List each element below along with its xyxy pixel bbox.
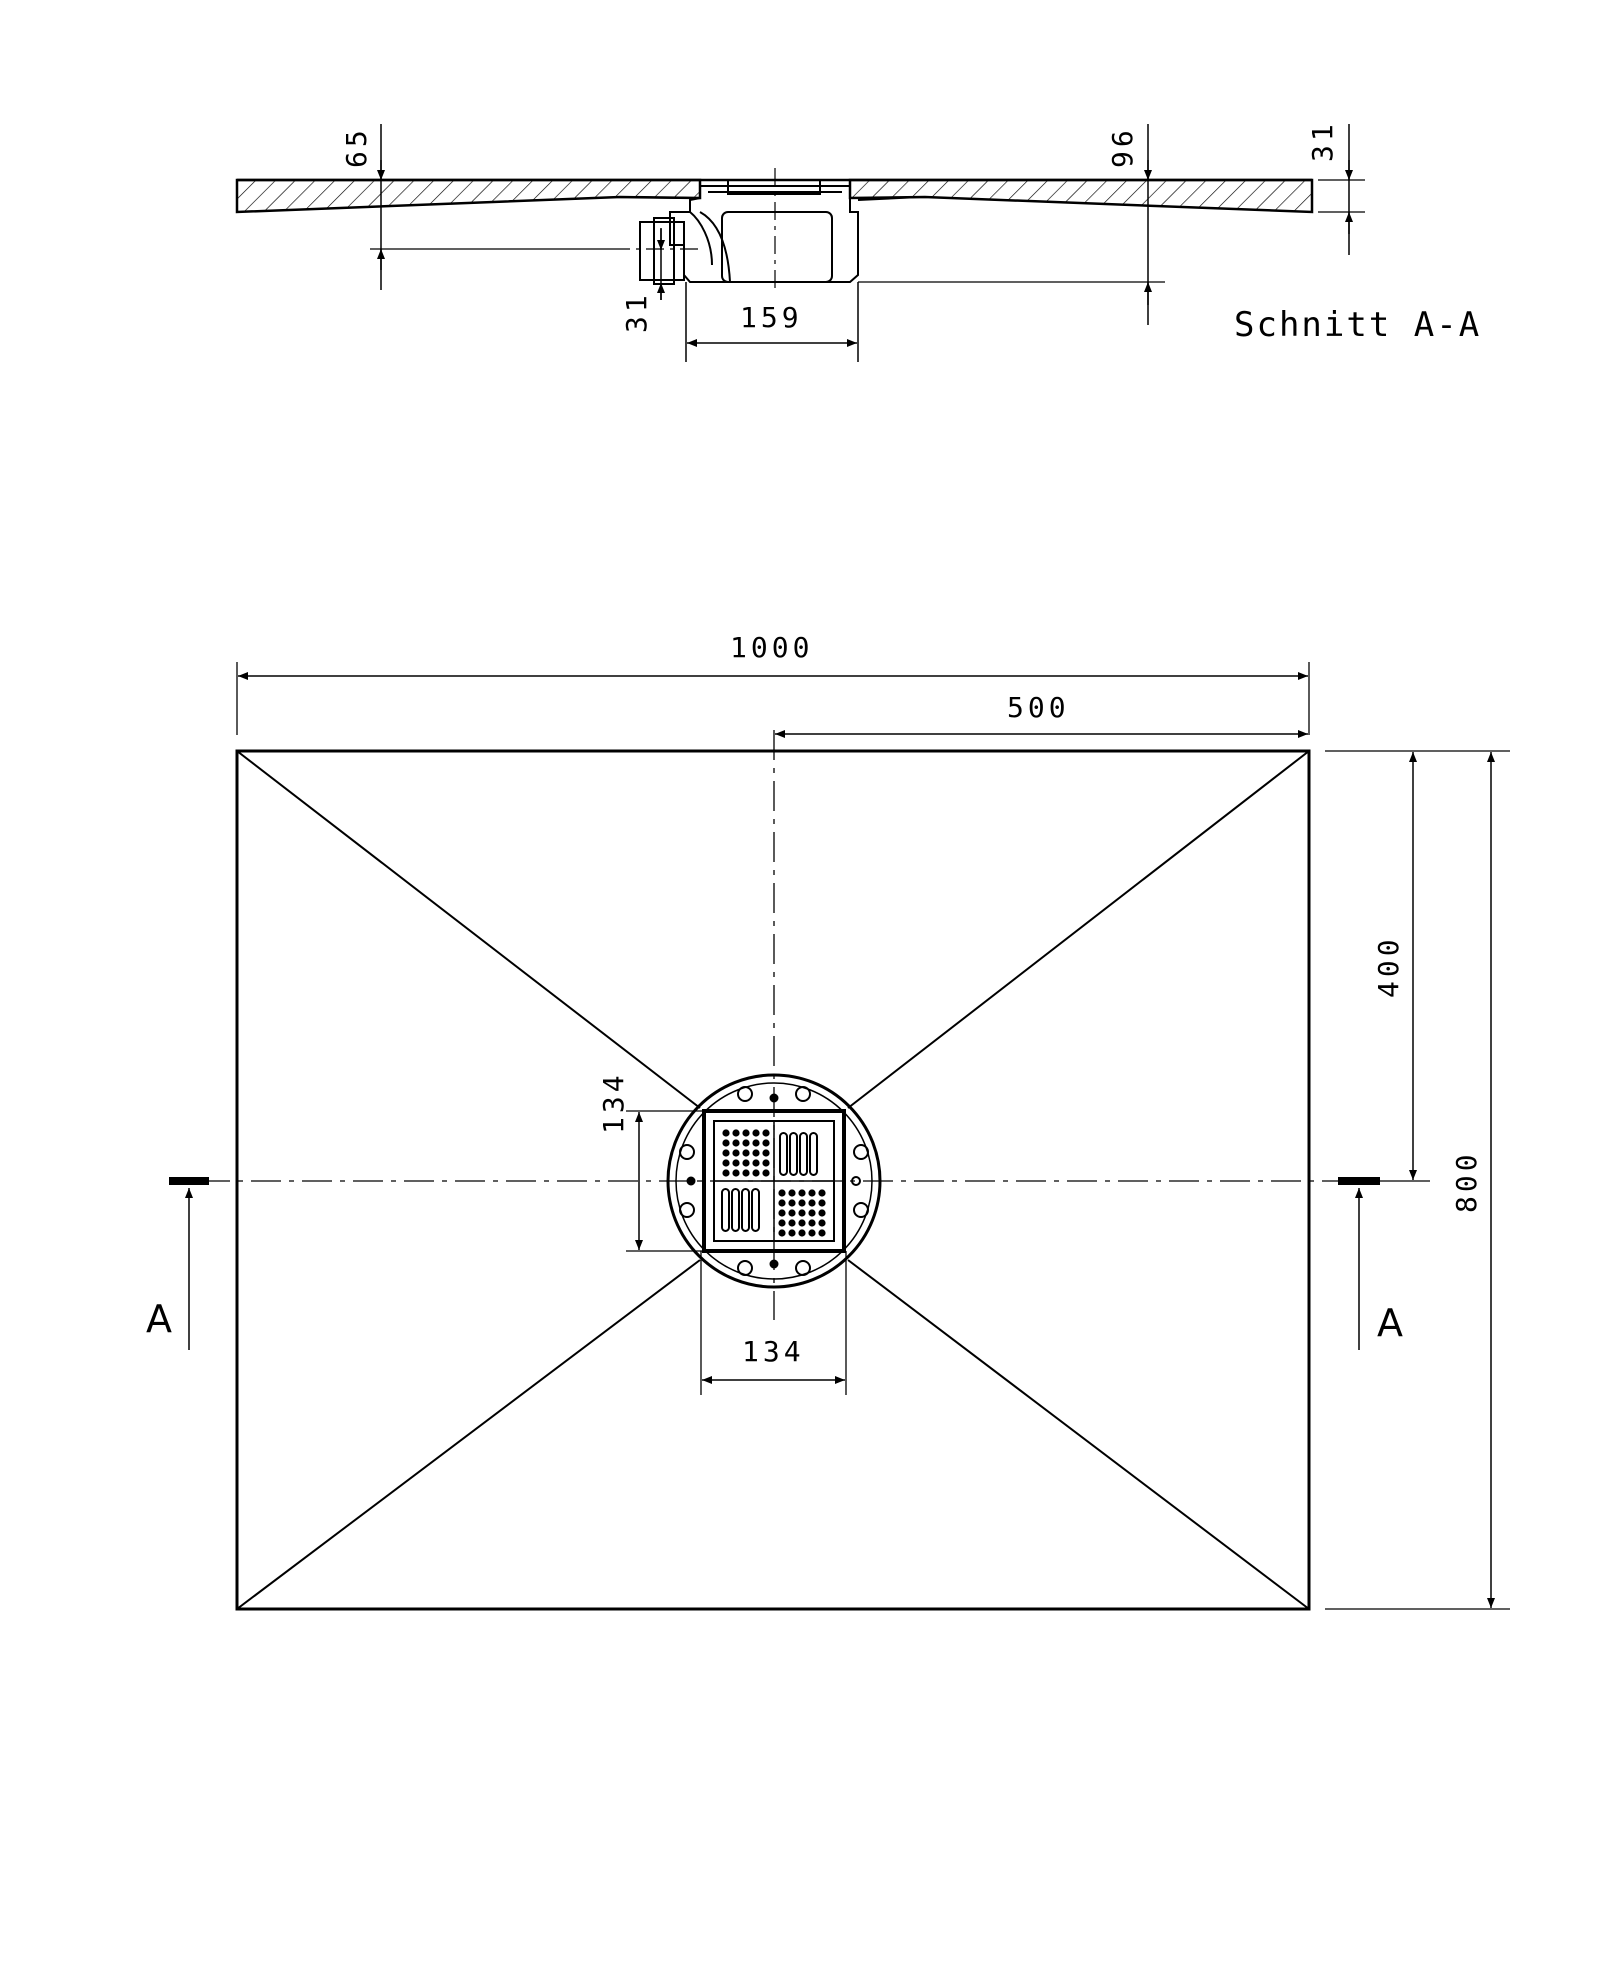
grate-hole (808, 1199, 816, 1207)
grate-hole (732, 1129, 740, 1137)
grate-hole (762, 1169, 770, 1177)
grate-hole (762, 1129, 770, 1137)
grate-hole (808, 1189, 816, 1197)
section-marker-left-label: A (146, 1297, 172, 1341)
grate-hole (798, 1219, 806, 1227)
grate-hole (722, 1159, 730, 1167)
grate-hole (722, 1139, 730, 1147)
section-slab-right (848, 178, 1314, 214)
grate-hole (762, 1149, 770, 1157)
grate-hole (762, 1139, 770, 1147)
grate-hole (742, 1159, 750, 1167)
dim-96-label: 96 (1106, 126, 1139, 168)
section-title: Schnitt A-A (1234, 305, 1481, 345)
grate-slot (741, 1188, 750, 1232)
grate-hole (798, 1229, 806, 1237)
grate-hole (762, 1159, 770, 1167)
grate-slot (779, 1132, 788, 1176)
grate-hole (742, 1139, 750, 1147)
grate-hole (732, 1149, 740, 1157)
dim-31-left: 31 (620, 228, 665, 333)
grate-hole (788, 1219, 796, 1227)
dim-800-label: 800 (1450, 1150, 1483, 1213)
grate-hole (798, 1199, 806, 1207)
grate-slot (799, 1132, 808, 1176)
grate-hole (732, 1169, 740, 1177)
grate-hole (732, 1159, 740, 1167)
grate-hole (722, 1169, 730, 1177)
grate-hole (788, 1209, 796, 1217)
slope-lines (236, 750, 1310, 1610)
grate-hole (722, 1129, 730, 1137)
grate-hole (798, 1209, 806, 1217)
dim-134-horizontal-label: 134 (742, 1335, 805, 1368)
dim-96: 96 (858, 124, 1165, 325)
grate-hole (818, 1199, 826, 1207)
grate-hole (778, 1209, 786, 1217)
dim-400-label: 400 (1372, 935, 1405, 998)
drain-plan (666, 1073, 882, 1289)
section-marker-right: A (1338, 1177, 1403, 1350)
grate-slot (721, 1188, 730, 1232)
grate-hole (798, 1189, 806, 1197)
dim-65: 65 (340, 124, 612, 290)
dim-134-vertical: 134 (597, 1071, 704, 1252)
grate-hole (778, 1189, 786, 1197)
grate-hole (818, 1189, 826, 1197)
tray-outline (235, 749, 1311, 1611)
grate-hole (808, 1219, 816, 1227)
grate-hole (742, 1129, 750, 1137)
grate-hole (752, 1129, 760, 1137)
grate-hole (778, 1229, 786, 1237)
grate-hole (778, 1219, 786, 1227)
grate-hole (742, 1169, 750, 1177)
grate-hole (788, 1189, 796, 1197)
dim-1000: 1000 (236, 631, 1310, 735)
grate-hole (752, 1169, 760, 1177)
dim-159-label: 159 (740, 301, 803, 334)
grate-hole (722, 1149, 730, 1157)
grate-hole (752, 1149, 760, 1157)
dim-159: 159 (685, 282, 859, 362)
grate-hole (752, 1139, 760, 1147)
grate-hole (788, 1199, 796, 1207)
dim-134-vertical-label: 134 (597, 1071, 630, 1134)
dim-31-left-label: 31 (620, 291, 653, 333)
drain-grate-pattern (721, 1129, 826, 1237)
dim-31-right-label: 31 (1306, 120, 1339, 162)
grate-hole (788, 1229, 796, 1237)
grate-slot (789, 1132, 798, 1176)
grate-hole (778, 1199, 786, 1207)
grate-hole (752, 1159, 760, 1167)
grate-hole (818, 1229, 826, 1237)
dim-400: 400 (1325, 750, 1510, 1182)
dim-800: 800 (1325, 752, 1510, 1610)
section-marker-left: A (146, 1177, 209, 1350)
section-marker-right-label: A (1377, 1301, 1403, 1345)
dim-1000-label: 1000 (730, 631, 813, 664)
plan-view: 1000 500 400 800 (146, 631, 1510, 1611)
grate-slot (731, 1188, 740, 1232)
dim-500-label: 500 (1007, 691, 1070, 724)
grate-slot (809, 1132, 818, 1176)
grate-hole (818, 1209, 826, 1217)
grate-hole (818, 1219, 826, 1227)
dim-134-horizontal: 134 (700, 1251, 847, 1395)
grate-hole (808, 1229, 816, 1237)
grate-hole (742, 1149, 750, 1157)
grate-hole (808, 1209, 816, 1217)
grate-hole (732, 1139, 740, 1147)
dim-65-label: 65 (340, 126, 373, 168)
dim-31-right: 31 (1306, 120, 1365, 255)
section-slab-left (235, 178, 702, 214)
dim-500: 500 (775, 691, 1308, 738)
section-view: 65 96 31 31 (235, 120, 1481, 362)
grate-slot (751, 1188, 760, 1232)
